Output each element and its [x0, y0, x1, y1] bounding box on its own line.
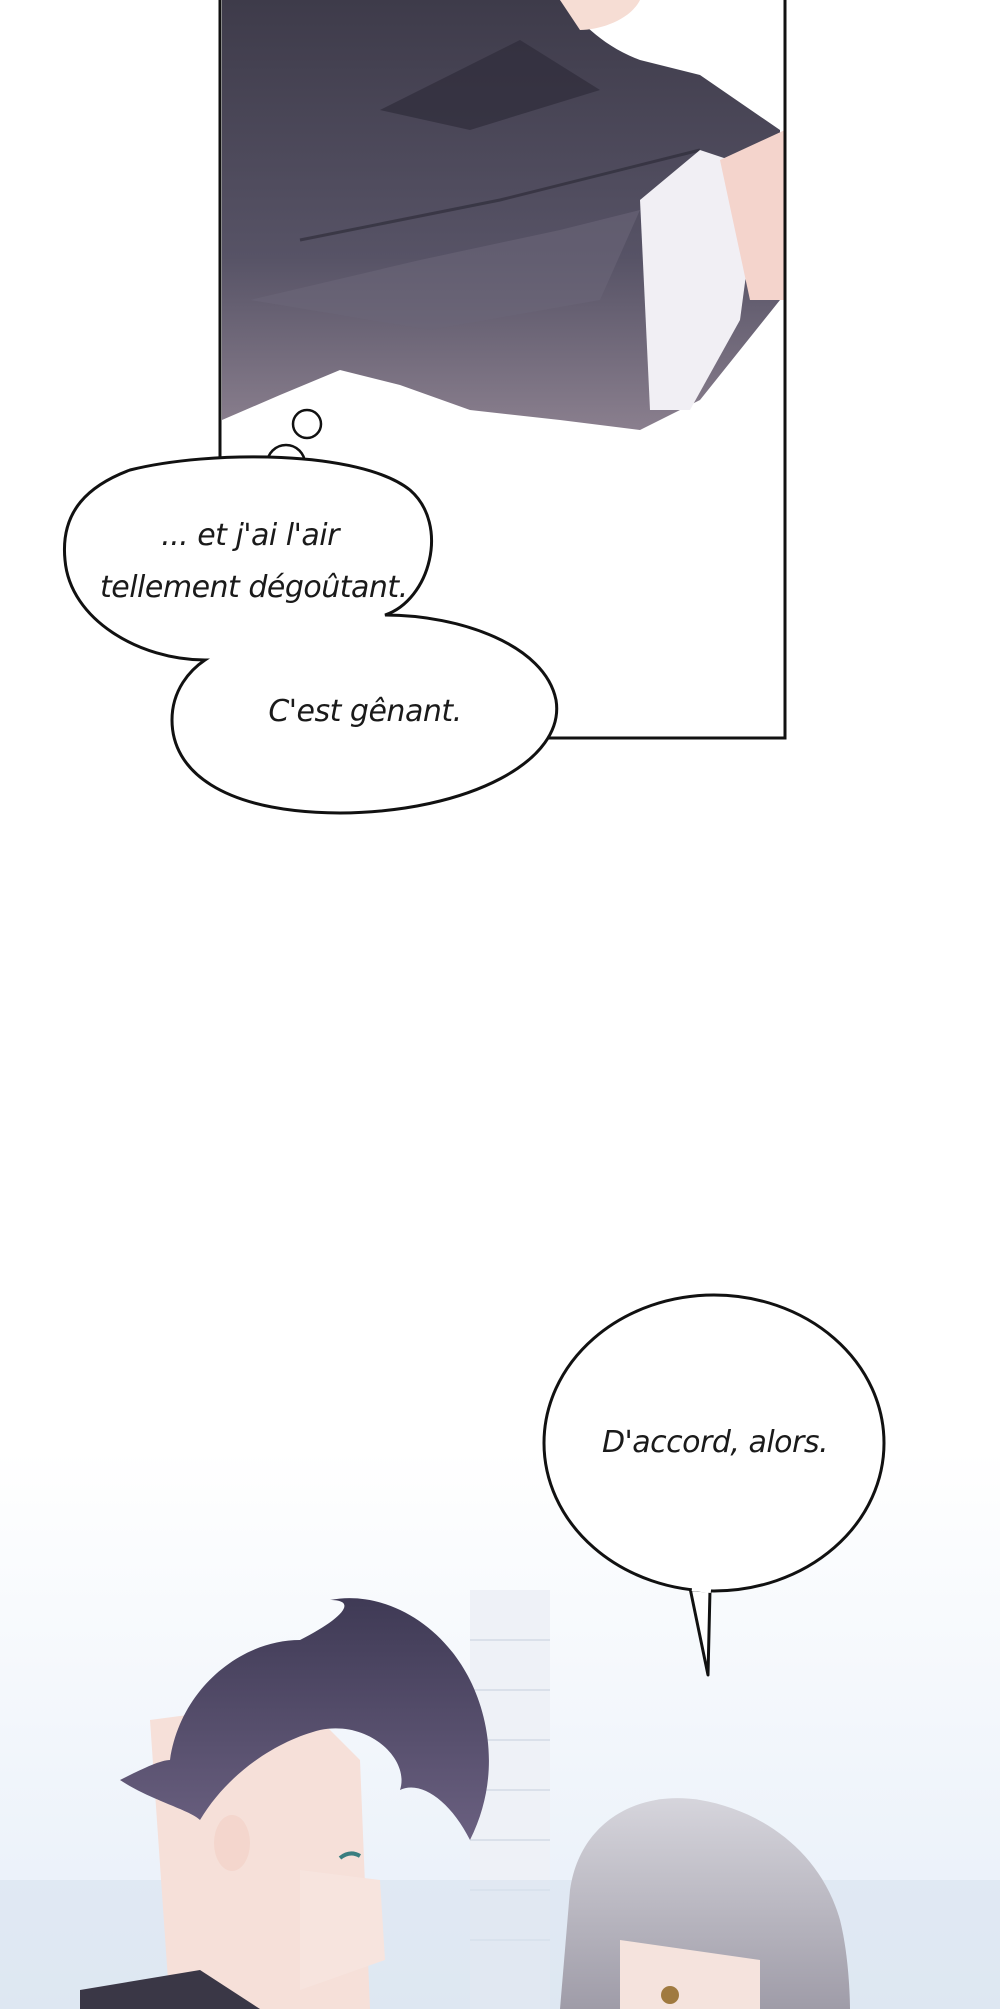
- bottom-panel: [0, 1450, 1000, 2009]
- speech-bubble: [542, 1293, 886, 1677]
- thought-line-2: tellement dégoûtant.: [100, 570, 408, 605]
- hand-skin: [720, 130, 785, 300]
- thought-line-1: ... et j'ai l'air: [161, 518, 339, 553]
- character-left: [80, 1598, 489, 2009]
- thought-line-3: C'est gênant.: [268, 694, 462, 729]
- speech-line: D'accord, alors.: [601, 1425, 829, 1460]
- thought-bubble: [62, 408, 559, 815]
- shirt-cuff: [640, 150, 760, 410]
- character-right: [560, 1798, 850, 2009]
- sleeve-art: [222, 0, 780, 430]
